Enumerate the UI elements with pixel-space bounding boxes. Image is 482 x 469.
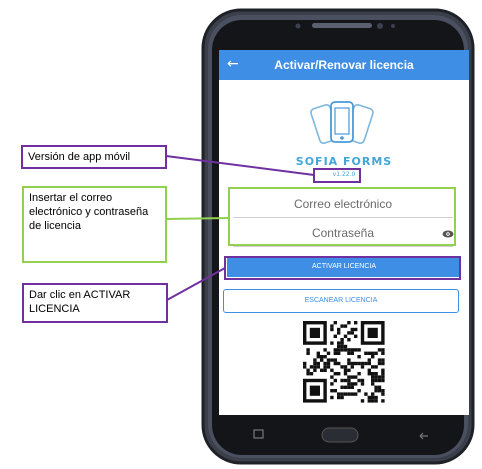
back-key-icon[interactable] — [419, 432, 428, 440]
app-bar: ← Activar/Renovar licencia — [219, 50, 469, 80]
email-placeholder: Correo electrónico — [293, 197, 393, 211]
brand-name: SOFIA FORMS — [295, 155, 393, 168]
arrow-left-icon[interactable]: ← — [227, 56, 239, 72]
version-highlight — [313, 168, 361, 183]
credentials-highlight — [228, 187, 456, 246]
activate-callout: Dar clic en ACTIVAR LICENCIA — [22, 283, 168, 323]
password-placeholder: Contraseña — [311, 226, 375, 240]
sofia-forms-logo-icon — [310, 101, 374, 144]
phone-screen: ← Activar/Renovar licencia SOFIA FORMS v… — [219, 50, 469, 415]
app-version: v1.22.0 — [332, 171, 356, 178]
scan-license-button[interactable]: ESCANEAR LICENCIA — [223, 289, 459, 313]
email-field[interactable]: Correo electrónico — [233, 197, 453, 218]
password-field[interactable]: Contraseña — [233, 226, 454, 247]
page-title: Activar/Renovar licencia — [274, 58, 414, 72]
version-callout: Versión de app móvil — [21, 145, 167, 169]
credentials-callout: Insertar el correo electrónico y contras… — [22, 186, 167, 263]
menu-key-icon[interactable] — [253, 429, 264, 439]
qr-code — [303, 321, 385, 403]
eye-icon[interactable] — [442, 230, 454, 238]
activate-license-button[interactable]: ACTIVAR LICENCIA — [227, 257, 461, 277]
